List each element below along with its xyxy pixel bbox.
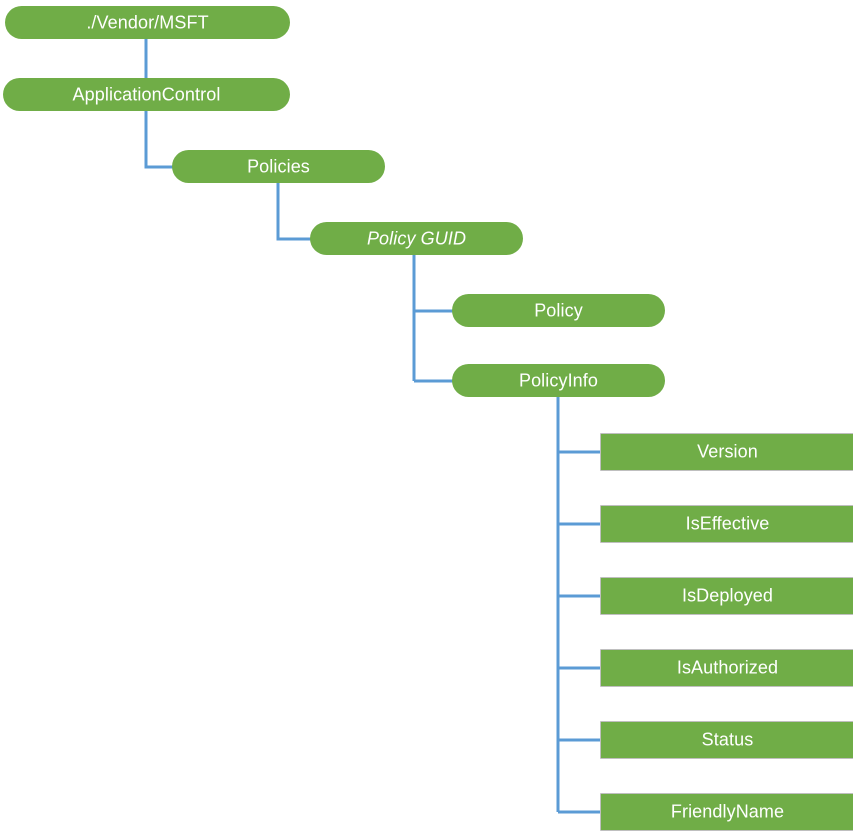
edge-applicationcontrol-to-policies <box>144 111 176 169</box>
node-label: ./Vendor/MSFT <box>86 12 209 32</box>
node-label: ApplicationControl <box>72 84 221 104</box>
node-policy[interactable]: Policy <box>452 294 665 327</box>
node-version[interactable]: Version <box>600 433 853 471</box>
node-is-deployed[interactable]: IsDeployed <box>600 577 853 615</box>
node-label: PolicyInfo <box>518 370 599 390</box>
node-label: Policy <box>534 300 583 320</box>
node-friendly-name[interactable]: FriendlyName <box>600 793 853 831</box>
node-application-control[interactable]: ApplicationControl <box>3 78 290 111</box>
edge-policies-to-policyguid <box>276 183 314 241</box>
node-label: Policy GUID <box>366 228 467 248</box>
node-policy-guid[interactable]: Policy GUID <box>310 222 523 255</box>
node-label: Policies <box>247 156 310 176</box>
node-label: IsDeployed <box>681 585 774 606</box>
node-is-authorized[interactable]: IsAuthorized <box>600 649 853 687</box>
node-label: IsEffective <box>685 513 770 534</box>
node-status[interactable]: Status <box>600 721 853 759</box>
node-policy-info[interactable]: PolicyInfo <box>452 364 665 397</box>
node-policies[interactable]: Policies <box>172 150 385 183</box>
node-label: FriendlyName <box>670 801 785 822</box>
node-label: Status <box>701 729 754 750</box>
node-vendor-msft[interactable]: ./Vendor/MSFT <box>5 6 290 39</box>
node-label: Version <box>697 441 758 462</box>
node-is-effective[interactable]: IsEffective <box>600 505 853 543</box>
node-label: IsAuthorized <box>676 657 779 678</box>
